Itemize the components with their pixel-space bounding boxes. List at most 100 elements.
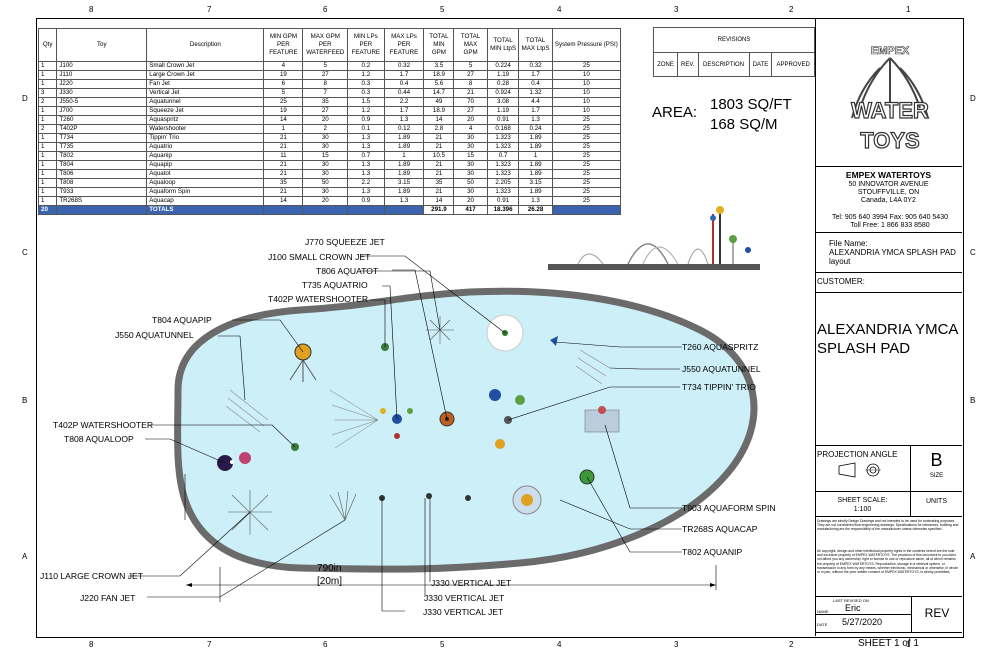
zone-bottom-6: 6 [323,640,328,649]
bom-totals-cell [263,205,304,215]
area-sqm: 168 SQ/M [710,116,778,133]
last-revised-label: LAST REVISED ON [833,598,869,603]
leader-lines [128,255,682,612]
callout-j100-small-crown-jet: J100 SMALL CROWN JET [268,252,371,262]
callout-t260-aquaspritz: T260 AQUASPRITZ [682,342,759,352]
bom-header-cell: TOTAL MIN GPM [423,28,455,62]
name-label: NAME [817,609,829,614]
rev-col-date: DATE [748,52,773,77]
bom-header-cell: TOTAL MIN LtpS [486,28,520,62]
area-label: AREA: [652,104,698,121]
callout-t402p-watershooter-left: T402P WATERSHOOTER [53,420,154,430]
t260-aquaspritz-symbol [550,336,558,346]
zone-right-b: B [970,396,976,405]
bom-totals-cell [551,205,622,215]
callout-j550-aquatunnel-left: J550 AQUATUNNEL [115,330,194,340]
bom-totals-cell: TOTALS [146,205,265,215]
zone-top-7: 7 [207,5,212,14]
company-addr2: STOUFFVILLE, ON [857,189,920,196]
zone-bottom-3: 3 [674,640,679,649]
reviser-name: Eric [845,603,861,613]
callout-j220-fan-jet: J220 FAN JET [80,593,136,603]
empex-logo: EMPEX WATER TOYS [850,45,929,154]
zone-left-a: A [22,552,28,561]
company-name: EMPEX WATERTOYS [845,170,932,180]
callout-t806-aquatot: T806 AQUATOT [316,266,379,276]
zone-left-c: C [22,248,28,257]
zone-top-2: 2 [789,5,794,14]
title-block: EMPEX WATER TOYS EMPEX WATERTOYS 50 INNO… [815,18,962,649]
callout-t804-aquapip: T804 AQUAPIP [152,315,212,325]
pool-outline [174,287,758,573]
zone-bottom-1: 1 [906,640,911,649]
callout-j770-squeeze-jet: J770 SQUEEZE JET [305,237,385,247]
dimension-imperial: 790in [317,563,342,574]
logo-toys: TOYS [860,128,920,153]
bom-totals-cell: 26.28 [518,205,553,215]
bom-totals-cell [347,205,385,215]
dimension-metric: [20m] [317,576,343,587]
zone-top-4: 4 [557,5,562,14]
customer-label: CUSTOMER: [817,277,865,286]
file-name: ALEXANDRIA YMCA SPLASH PAD layout [829,248,956,266]
rev-col-approved: APPROVED [771,52,815,77]
revisions-table: REVISIONS ZONE REV. DESCRIPTION DATE APP… [652,27,815,77]
zone-top-8: 8 [89,5,94,14]
callout-t402p-watershooter-top: T402P WATERSHOOTER [268,294,369,304]
splash-pad-plan [128,255,758,612]
j550-aquatunnel-symbol-left [225,389,269,433]
callout-t903-aquaform-spin: T903 AQUAFORM SPIN [682,503,776,513]
zone-right-a: A [970,552,976,561]
fan-center-symbol [329,389,379,449]
company-addr1: 50 INNOVATOR AVENUE [848,181,929,188]
callout-j550-aquatunnel-right: J550 AQUATUNNEL [682,364,761,374]
scale-value: 1:100 [853,506,872,513]
zone-top-1: 1 [906,5,911,14]
scale-label: SHEET SCALE: [837,497,888,504]
projection-angle-icon [838,462,881,478]
tr268s-aquacap-symbol [512,485,542,515]
zone-top-3: 3 [674,5,679,14]
j550-aquatunnel-symbol-right [575,349,611,385]
callout-t735-aquatrio: T735 AQUATRIO [302,280,368,290]
callout-tr268s-aquacap: TR268S AQUACAP [682,524,758,534]
zone-bottom-7: 7 [207,640,212,649]
bom-totals-cell: 20 [37,205,58,215]
zone-bottom-4: 4 [557,640,562,649]
t903-aquaform-spin-symbol [584,406,620,433]
date-label: DATE [817,622,828,627]
logo-water: WATER [851,98,929,123]
rev-col-zone: ZONE [652,52,679,77]
customer-name-line2: SPLASH PAD [817,340,911,357]
j110-large-crown-jet-symbol [228,490,272,535]
sheet-number: SHEET 1 of 1 [858,638,919,649]
company-addr3: Canada, L4A 0Y2 [861,197,916,204]
zone-bottom-5: 5 [440,640,445,649]
zone-left-d: D [22,94,28,103]
elevation-illustration [548,206,760,270]
company-tollfree: Toll Free: 1 866 833 8580 [850,222,930,229]
callout-j110-large-crown-jet: J110 LARGE CROWN JET [40,571,143,581]
bom-totals-cell: 417 [453,205,488,215]
zone-top-6: 6 [323,5,328,14]
callout-t802-aquanip: T802 AQUANIP [682,547,743,557]
j220-fan-jet-symbol [329,490,357,521]
zone-top-5: 5 [440,5,445,14]
logo-empex: EMPEX [871,45,910,57]
zone-left-b: B [22,396,28,405]
area-sqft: 1803 SQ/FT [710,96,792,113]
drawing-frame [36,18,964,638]
rev-col-rev: REV. [677,52,699,77]
file-label: File Name: [829,239,868,248]
customer-name-line1: ALEXANDRIA YMCA [817,321,959,338]
size-letter: B [930,450,943,470]
rev-label: REV [924,606,950,620]
disclaimer-design: Drawings are strictly Design Drawings an… [817,519,959,532]
revision-date: 5/27/2020 [842,617,883,627]
